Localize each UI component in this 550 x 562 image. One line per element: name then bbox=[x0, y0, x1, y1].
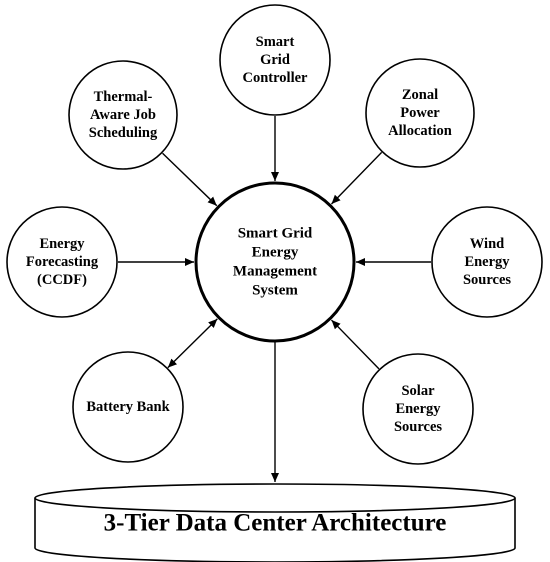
node-wind-energy-sources-label-line-2: Energy bbox=[464, 254, 510, 270]
footer-node: 3-Tier Data Center Architecture bbox=[34, 483, 516, 562]
node-wind-energy-sources-label-line-3: Sources bbox=[463, 272, 511, 288]
node-wind-energy-sources-circle bbox=[431, 206, 543, 318]
node-thermal-aware-job-scheduling-circle bbox=[68, 60, 178, 170]
footer-cylinder-top bbox=[34, 483, 516, 513]
node-energy-forecasting-circle bbox=[6, 206, 118, 318]
node-zonal-power-allocation-circle bbox=[365, 58, 475, 168]
node-battery-bank-label-line-1: Battery Bank bbox=[86, 399, 170, 415]
center-node-label-line-1: Smart Grid bbox=[238, 226, 313, 242]
node-solar-energy-sources-circle bbox=[362, 353, 474, 465]
edges bbox=[118, 116, 431, 482]
node-solar-energy-sources-label-line-2: Energy bbox=[395, 401, 441, 417]
arrow-battery-bank-bidirectional bbox=[167, 318, 218, 369]
node-smart-grid-controller-label-line-3: Controller bbox=[243, 70, 309, 86]
node-thermal-aware-job-scheduling-label-line-3: Scheduling bbox=[89, 125, 158, 141]
node-smart-grid-controller-label-line-1: Smart bbox=[256, 34, 295, 50]
center-node-label-line-2: Energy bbox=[252, 245, 299, 261]
node-smart-grid-controller-circle bbox=[219, 4, 331, 116]
node-thermal-aware-job-scheduling-label-line-2: Aware Job bbox=[90, 107, 156, 123]
node-zonal-power-allocation-label-line-1: Zonal bbox=[402, 87, 438, 103]
node-solar-energy-sources-label-line-1: Solar bbox=[401, 383, 435, 399]
node-thermal-aware-job-scheduling-label-line-1: Thermal- bbox=[94, 89, 153, 105]
arrow-solar-energy-sources-to-center bbox=[330, 319, 380, 370]
node-solar-energy-sources-label-line-3: Sources bbox=[394, 419, 442, 435]
node-battery-bank: Battery Bank bbox=[72, 351, 184, 463]
node-energy-forecasting-label-line-3: (CCDF) bbox=[37, 272, 87, 288]
node-zonal-power-allocation-label-line-3: Allocation bbox=[388, 123, 452, 139]
node-energy-forecasting-label-line-1: Energy bbox=[39, 236, 85, 252]
center-node-circle bbox=[194, 181, 356, 343]
arrow-thermal-aware-job-scheduling-to-center bbox=[162, 152, 218, 207]
arrow-zonal-power-allocation-to-center bbox=[330, 151, 383, 205]
center-node-label-line-3: Management bbox=[233, 264, 317, 280]
node-smart-grid-controller-label-line-2: Grid bbox=[260, 52, 290, 68]
node-battery-bank-circle bbox=[72, 351, 184, 463]
node-zonal-power-allocation-label-line-2: Power bbox=[400, 105, 440, 121]
node-energy-forecasting-label-line-2: Forecasting bbox=[26, 254, 99, 270]
footer-label: 3-Tier Data Center Architecture bbox=[104, 510, 447, 537]
center-node-label-line-4: System bbox=[252, 283, 298, 299]
node-wind-energy-sources-label-line-1: Wind bbox=[470, 236, 504, 252]
